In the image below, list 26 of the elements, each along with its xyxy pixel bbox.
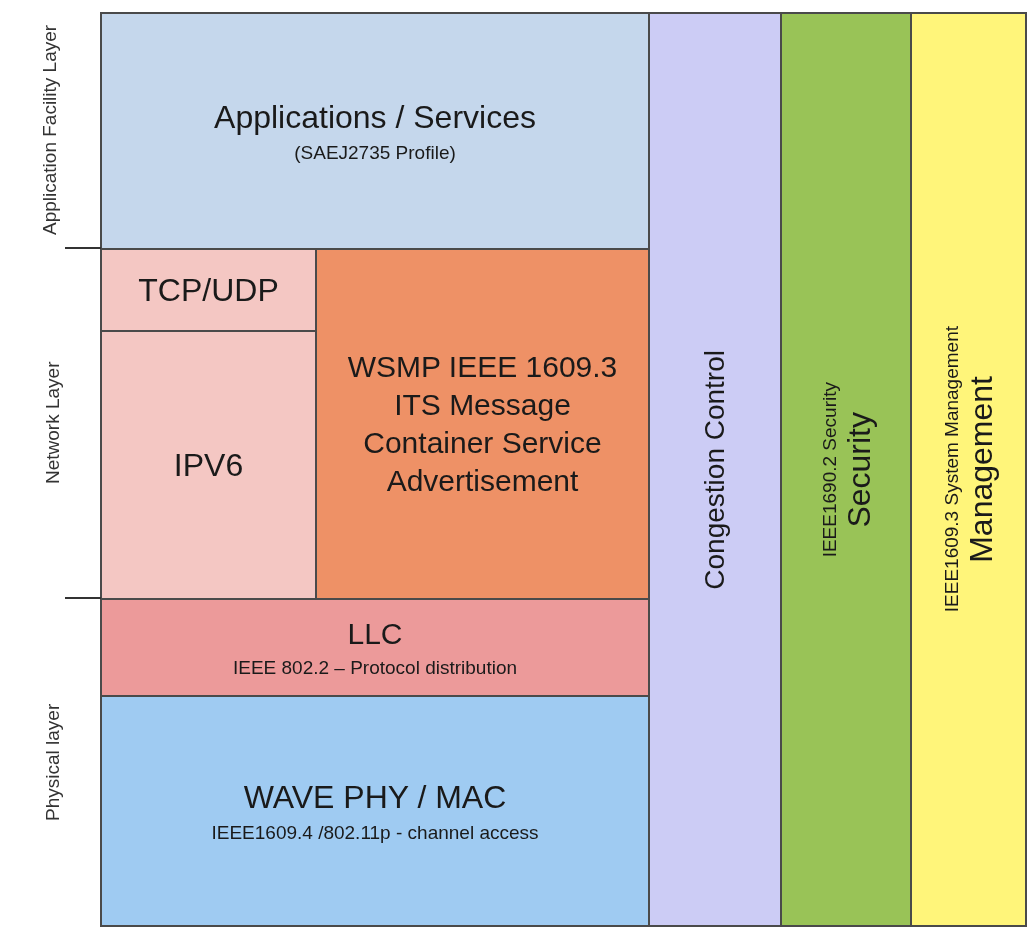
layer-block bbox=[100, 598, 650, 697]
block-title: Security bbox=[840, 411, 878, 528]
block-title: LLC bbox=[347, 616, 403, 651]
layer-label: Physical layer bbox=[41, 702, 64, 824]
block-subtitle: IEEE1609.4 /802.11p - channel access bbox=[211, 821, 539, 844]
layer-block bbox=[100, 695, 650, 927]
block-title: Management bbox=[963, 376, 1000, 563]
block-subtitle: (SAEJ2735 Profile) bbox=[294, 141, 456, 164]
side-column bbox=[648, 12, 782, 927]
layer-block bbox=[100, 330, 317, 600]
block-title: Congestion Control bbox=[699, 349, 731, 590]
block-subtitle: IEEE1690.2 Security bbox=[818, 381, 841, 558]
layer-label: Application Facility Layer bbox=[38, 23, 61, 238]
block-title: TCP/UDP bbox=[138, 271, 279, 309]
side-column bbox=[910, 12, 1027, 927]
block-title: IPV6 bbox=[173, 446, 244, 484]
block-title: Applications / Services bbox=[214, 98, 536, 136]
block-title: WSMP IEEE 1609.3 ITS Message Container Service Advertisement bbox=[346, 349, 619, 499]
block-subtitle: IEEE1609.3 System Management bbox=[941, 326, 963, 613]
block-subtitle: IEEE 802.2 – Protocol distribution bbox=[232, 656, 518, 679]
layer-label: Network Layer bbox=[41, 360, 64, 487]
layer-block bbox=[100, 248, 317, 332]
side-column bbox=[780, 12, 912, 927]
layer-block bbox=[100, 12, 650, 250]
block-title: WAVE PHY / MAC bbox=[243, 778, 507, 816]
layer-block bbox=[315, 248, 650, 600]
